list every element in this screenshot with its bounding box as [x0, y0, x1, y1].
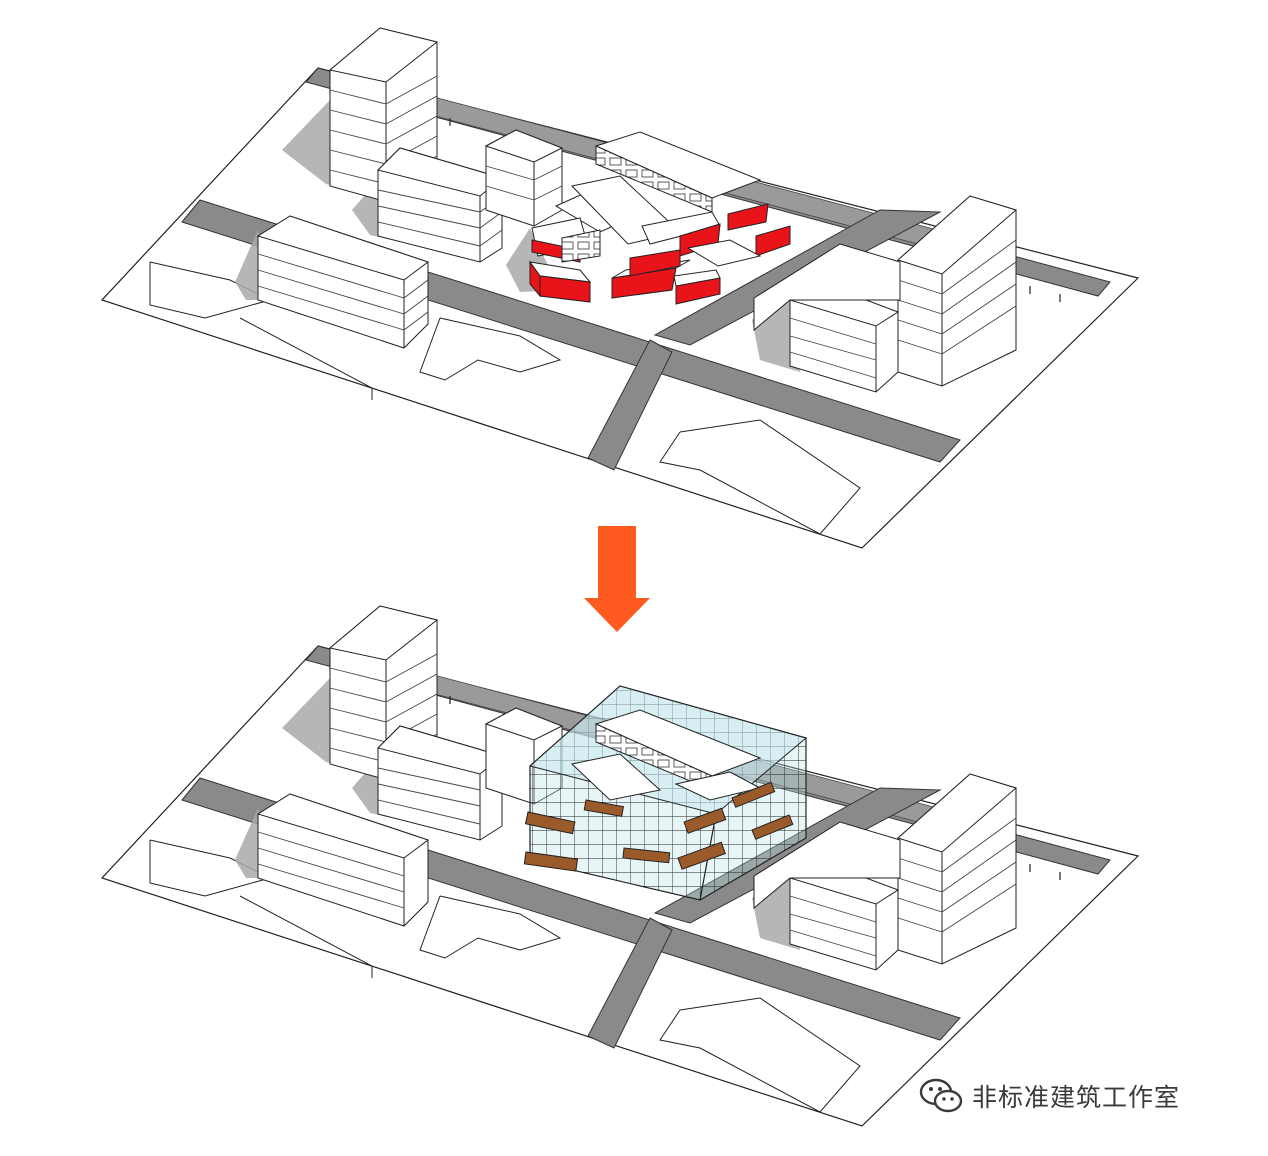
- block-right-mid: [753, 243, 901, 393]
- watermark-text: 非标准建筑工作室: [972, 1083, 1181, 1112]
- watermark: 非标准建筑工作室: [918, 1076, 1180, 1116]
- shadow: [752, 280, 800, 372]
- block-front-left: [256, 793, 430, 927]
- wechat-icon: [919, 1078, 963, 1113]
- glass-envelope: [528, 685, 808, 901]
- tower-right: [897, 195, 1018, 387]
- timber-boxes: [523, 781, 794, 872]
- panel-before: [101, 27, 1139, 549]
- block-right-mid: [753, 821, 901, 971]
- block-mid-left: [377, 725, 504, 841]
- central-complex-red: [528, 131, 791, 305]
- tower-right: [897, 773, 1018, 965]
- transition-arrow: [584, 526, 650, 632]
- shadow: [752, 858, 800, 950]
- block-small: [484, 129, 564, 227]
- panel-after: [101, 605, 1139, 1127]
- block-front-left: [256, 215, 430, 349]
